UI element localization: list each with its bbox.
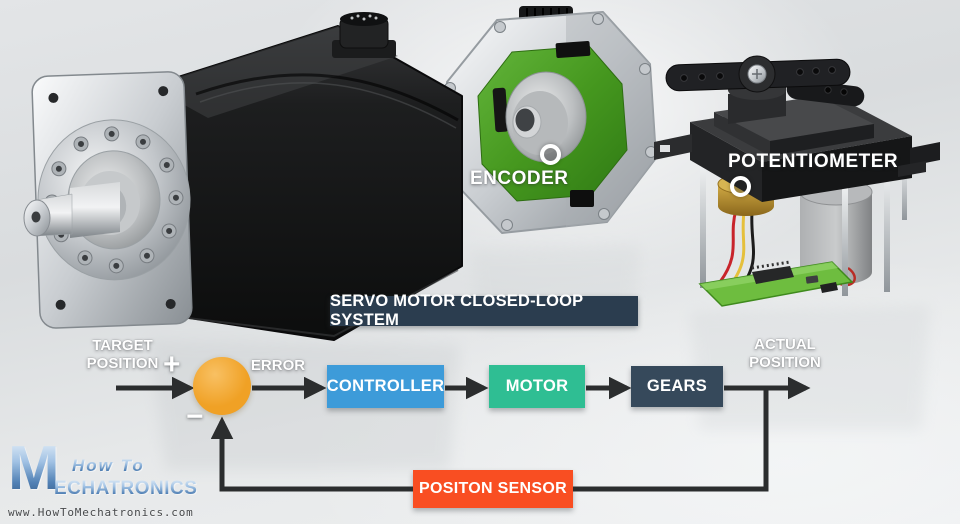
encoder-marker-icon: [540, 144, 561, 165]
controller-block: CONTROLLER: [327, 365, 444, 408]
logo-how-to: How To: [72, 456, 145, 475]
error-label: ERROR: [250, 357, 306, 374]
motor-block: MOTOR: [489, 365, 585, 408]
logo-m-glyph: M: [8, 434, 60, 503]
logo-mechatronics: ECHATRONICS: [54, 478, 198, 499]
potentiometer-marker-icon: [730, 176, 751, 197]
diagram-title: SERVO MOTOR CLOSED-LOOP SYSTEM: [330, 292, 638, 329]
potentiometer-label: POTENTIOMETER: [728, 151, 899, 172]
position-sensor-block: POSITON SENSOR: [413, 470, 573, 508]
motor-render: [23, 12, 463, 341]
target-position-label: TARGET POSITION: [86, 337, 159, 373]
sum-junction: [193, 357, 251, 415]
encoder-label: ENCODER: [470, 168, 569, 189]
actual-position-label: ACTUAL POSITION: [749, 336, 821, 372]
plus-sign: +: [163, 348, 181, 381]
minus-sign: −: [186, 400, 204, 433]
logo-website: www.HowToMechatronics.com: [8, 506, 194, 519]
gears-block: GEARS: [631, 366, 723, 407]
encoder-render: [444, 6, 657, 234]
howtomechatronics-logo: M How To ECHATRONICS www.HowToMechatroni…: [8, 438, 197, 520]
